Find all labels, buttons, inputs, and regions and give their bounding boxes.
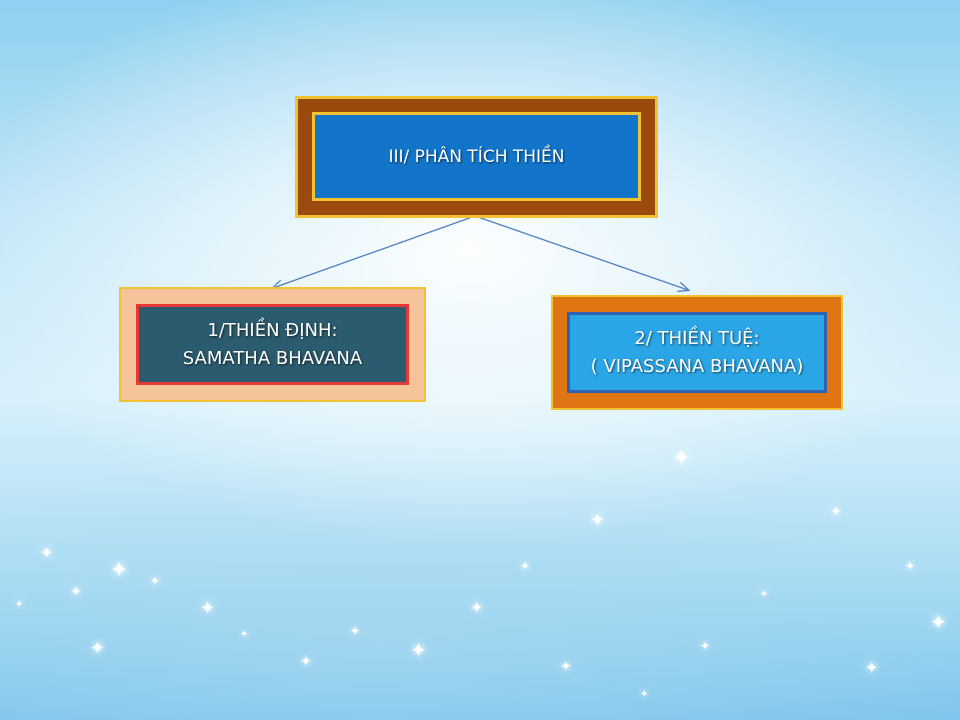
connector-root-to-left	[273, 215, 476, 288]
sparkle-icon: ✦	[520, 559, 531, 573]
connector-root-to-right	[474, 215, 688, 290]
sparkle-icon: ✦	[150, 574, 161, 588]
sparkle-icon: ✦	[930, 610, 947, 634]
sparkle-icon: ✦	[760, 589, 769, 600]
sparkle-icon: ✦	[110, 558, 129, 583]
sparkle-icon: ✦	[672, 446, 691, 471]
right-node-line2: ( VIPASSANA BHAVANA)	[590, 355, 804, 377]
sparkle-icon: ✦	[830, 504, 842, 520]
left-node-frame: 1/THIỀN ĐỊNH: SAMATHA BHAVANA	[119, 287, 426, 402]
sparkle-icon: ✦	[300, 654, 312, 670]
sparkle-icon: ✦	[70, 584, 82, 600]
sparkle-icon: ✦	[640, 689, 649, 700]
right-node-frame: 2/ THIỀN TUỆ: ( VIPASSANA BHAVANA)	[551, 295, 843, 410]
left-node: 1/THIỀN ĐỊNH: SAMATHA BHAVANA	[136, 304, 409, 385]
sparkle-icon: ✦	[865, 658, 879, 677]
root-node: III/ PHÂN TÍCH THIỀN	[312, 112, 641, 201]
sparkle-icon: ✦	[700, 639, 711, 653]
right-node: 2/ THIỀN TUỆ: ( VIPASSANA BHAVANA)	[567, 312, 827, 393]
sparkle-icon: ✦	[40, 543, 54, 562]
root-node-frame: III/ PHÂN TÍCH THIỀN	[295, 96, 658, 218]
root-node-label: III/ PHÂN TÍCH THIỀN	[388, 146, 565, 167]
sparkle-icon: ✦	[905, 559, 916, 573]
sparkle-icon: ✦	[590, 510, 606, 531]
right-node-line1: 2/ THIỀN TUỆ:	[634, 327, 760, 349]
sparkle-icon: ✦	[15, 599, 24, 610]
left-node-line1: 1/THIỀN ĐỊNH:	[207, 319, 338, 341]
sparkle-icon: ✦	[410, 638, 427, 662]
sparkle-icon: ✦	[200, 598, 216, 619]
sparkle-icon: ✦	[240, 629, 249, 640]
sparkle-icon: ✦	[470, 598, 484, 617]
sparkle-icon: ✦	[560, 659, 572, 675]
sparkle-icon: ✦	[90, 638, 106, 659]
left-node-line2: SAMATHA BHAVANA	[182, 347, 363, 369]
sparkle-icon: ✦	[350, 624, 361, 638]
